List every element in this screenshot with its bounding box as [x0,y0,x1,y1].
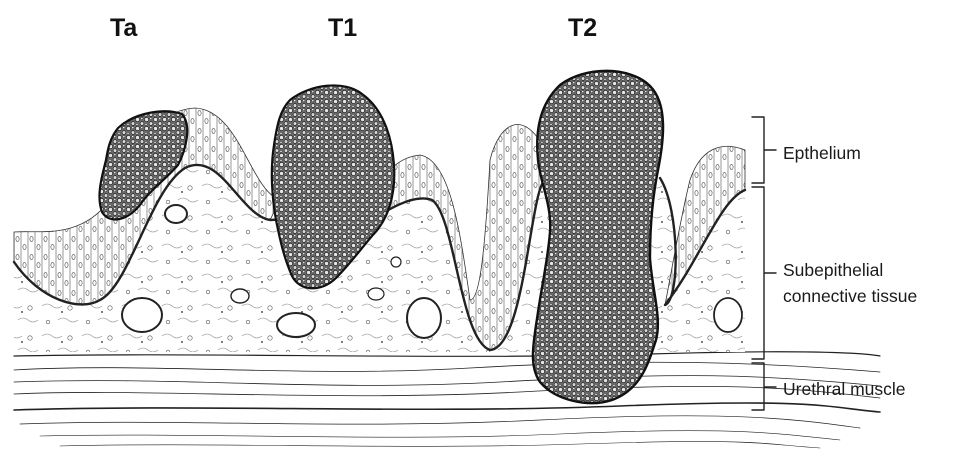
layer-brackets [752,117,776,410]
stage-label-ta: Ta [110,14,138,42]
layer-label-muscle: Urethral muscle [783,379,906,399]
bracket-epithelium [752,117,776,183]
tumor-t2 [533,71,663,403]
bracket-connective-tissue [752,187,776,359]
layer-label-connective-tissue: connective tissue [783,286,917,306]
layer-label-epithelium: Epthelium [783,143,861,163]
stage-label-t1: T1 [328,14,357,42]
layer-label-subepithelial: Subepithelial [783,260,883,280]
urethral-muscle-layer [14,352,880,448]
stage-label-t2: T2 [568,14,597,42]
